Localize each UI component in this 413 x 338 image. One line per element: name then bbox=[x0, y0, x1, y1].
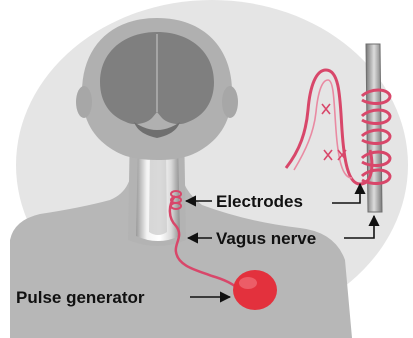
right-ear bbox=[222, 86, 238, 118]
left-ear bbox=[76, 86, 92, 118]
pulse-generator-highlight bbox=[239, 277, 257, 289]
electrodes-label: Electrodes bbox=[216, 192, 303, 211]
pulse-generator-device bbox=[233, 270, 277, 310]
pulse-generator-label: Pulse generator bbox=[16, 288, 145, 307]
vagus-nerve-magnified bbox=[366, 44, 382, 212]
vagus-nerve-label: Vagus nerve bbox=[216, 229, 316, 248]
